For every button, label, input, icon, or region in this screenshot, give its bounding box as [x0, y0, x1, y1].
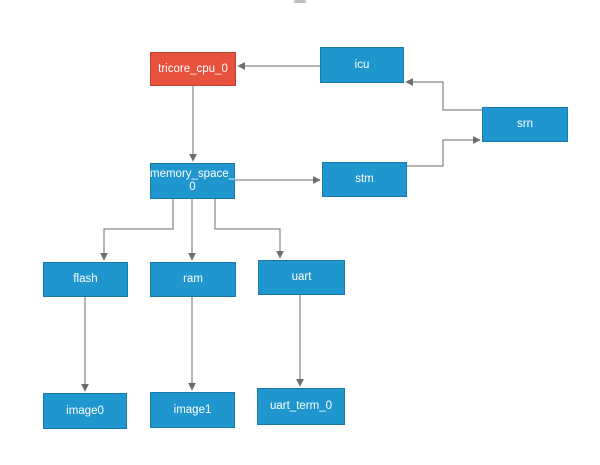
node-label: srn: [517, 118, 533, 130]
edge-memory_space_0-to-uart: [214, 199, 284, 259]
edge-stm-to-srn: [407, 136, 481, 167]
node-icu[interactable]: icu: [320, 47, 404, 83]
node-label: uart: [291, 271, 312, 283]
clipped-title-artifact: [294, 0, 306, 3]
node-label: icu: [354, 58, 370, 71]
node-label: image0: [66, 404, 104, 417]
node-memory_space_0[interactable]: memory_space_0: [150, 163, 235, 199]
edge-memory_space_0-to-flash: [100, 199, 174, 261]
node-flash[interactable]: flash: [43, 262, 128, 297]
node-label: uart_term_0: [269, 400, 332, 412]
node-label: ram: [183, 273, 203, 285]
edge-srn-to-icu: [405, 78, 482, 111]
node-image0[interactable]: image0: [43, 393, 127, 429]
node-label: memory_space_: [150, 168, 236, 180]
node-stm[interactable]: stm: [322, 162, 407, 197]
node-image1[interactable]: image1: [150, 392, 235, 428]
node-uart_term_0[interactable]: uart_term_0: [257, 388, 345, 425]
node-srn[interactable]: srn: [482, 107, 568, 142]
node-label: image1: [173, 403, 212, 416]
node-label: tricore_cpu_0: [158, 62, 228, 75]
node-ram[interactable]: ram: [150, 262, 236, 297]
node-tricore_cpu_0[interactable]: tricore_cpu_0: [150, 52, 236, 86]
node-label: stm: [355, 173, 374, 185]
node-label: 0: [189, 181, 196, 193]
node-label: flash: [73, 273, 98, 285]
node-uart[interactable]: uart: [258, 260, 345, 295]
